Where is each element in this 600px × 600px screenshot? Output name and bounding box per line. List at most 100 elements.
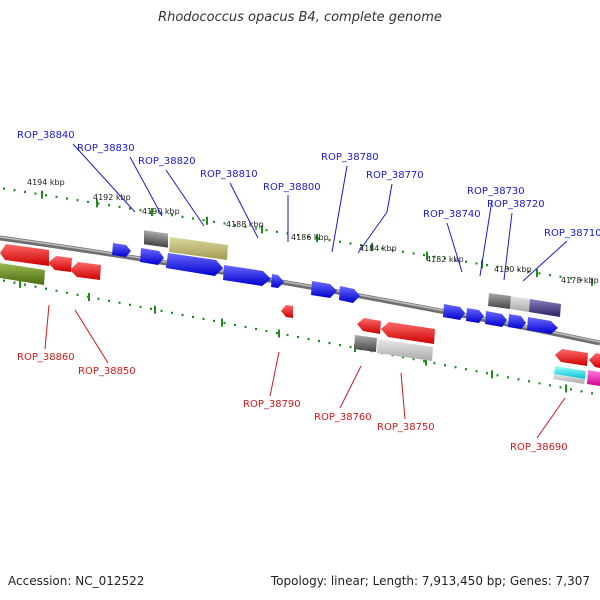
gene-arrow[interactable] (443, 304, 465, 320)
major-tick (154, 305, 156, 314)
scale-tick-label: 4192 kbp (93, 193, 131, 202)
major-tick (221, 318, 223, 327)
gene-arrow[interactable] (166, 253, 223, 276)
gene-arrow[interactable] (466, 308, 484, 323)
gene-block[interactable] (553, 374, 585, 384)
gene-arrow[interactable] (140, 248, 164, 265)
leader-line (74, 309, 109, 364)
accession-text: Accession: NC_012522 (8, 574, 145, 588)
leader-line (536, 397, 566, 439)
gene-labels: ROP_38840ROP_38830ROP_38820ROP_38810ROP_… (17, 130, 600, 453)
gene-label-reverse[interactable]: ROP_38760 (314, 412, 372, 423)
leader-line (72, 143, 136, 213)
major-tick (96, 199, 98, 208)
scale-tick-label: 4178 kbp (561, 276, 599, 285)
gene-label-reverse[interactable]: ROP_38750 (377, 422, 435, 433)
gene-label-forward[interactable]: ROP_38840 (17, 130, 75, 141)
leader-line (357, 211, 388, 254)
leader-line (331, 165, 348, 253)
leader-line (400, 372, 406, 420)
major-tick (425, 357, 427, 366)
gene-arrow[interactable] (589, 353, 600, 368)
gene-block[interactable] (510, 296, 530, 312)
scale-tick-label: 4182 kbp (426, 255, 464, 264)
leader-line (339, 365, 362, 409)
leader-line (386, 183, 393, 213)
gene-label-reverse[interactable]: ROP_38690 (510, 442, 568, 453)
leader-line (129, 156, 163, 217)
leader-line (229, 182, 259, 239)
gene-arrow[interactable] (339, 286, 360, 303)
gene-label-reverse[interactable]: ROP_38850 (78, 366, 136, 377)
gene-block[interactable] (354, 335, 377, 352)
major-tick (316, 234, 318, 243)
scale-tick-label: 4180 kbp (494, 265, 532, 274)
major-tick (565, 384, 567, 393)
leader-line (479, 199, 493, 277)
gene-block[interactable] (144, 230, 168, 248)
gene-arrow[interactable] (112, 243, 131, 257)
scale-tick-label: 4186 kbp (291, 233, 329, 242)
major-tick (426, 251, 428, 260)
reverse-genes (0, 244, 600, 386)
major-tick (491, 370, 493, 379)
gene-label-forward[interactable]: ROP_38780 (321, 152, 379, 163)
gene-block[interactable] (587, 370, 600, 386)
major-tick (536, 269, 538, 278)
gene-arrow[interactable] (223, 265, 271, 286)
gene-label-forward[interactable]: ROP_38810 (200, 169, 258, 180)
scale-tick-label: 4190 kbp (142, 207, 180, 216)
major-tick (41, 190, 43, 199)
major-tick (151, 208, 153, 217)
major-tick (591, 277, 593, 286)
forward-genes (112, 230, 561, 334)
gene-arrow[interactable] (555, 349, 588, 366)
scale-tick-label: 4194 kbp (27, 178, 65, 187)
gene-label-forward[interactable]: ROP_38710 (544, 228, 600, 239)
gene-block[interactable] (554, 366, 586, 379)
gene-arrow[interactable] (0, 244, 49, 266)
genome-summary-text: Topology: linear; Length: 7,913,450 bp; … (270, 574, 590, 588)
gene-label-forward[interactable]: ROP_38740 (423, 209, 481, 220)
forward-scale-dots (3, 187, 593, 283)
gene-label-forward[interactable]: ROP_38770 (366, 170, 424, 181)
leader-line (165, 169, 205, 227)
gene-label-reverse[interactable]: ROP_38860 (17, 352, 75, 363)
gene-arrow[interactable] (311, 281, 337, 298)
gene-block[interactable] (488, 293, 511, 309)
gene-arrow[interactable] (70, 262, 101, 280)
gene-block[interactable] (377, 339, 433, 361)
leader-line (269, 351, 280, 397)
gene-label-forward[interactable]: ROP_38720 (487, 199, 545, 210)
gene-arrow[interactable] (48, 256, 72, 272)
gene-arrow[interactable] (271, 274, 284, 288)
major-tick (371, 242, 373, 251)
gene-block[interactable] (529, 299, 561, 317)
gene-arrow[interactable] (357, 318, 381, 334)
gene-arrow[interactable] (485, 311, 507, 327)
gene-arrow[interactable] (508, 314, 526, 329)
gene-arrow[interactable] (381, 322, 435, 344)
leader-line (522, 240, 568, 282)
gene-arrow[interactable] (281, 305, 293, 318)
scale-tick-label: 4184 kbp (359, 244, 397, 253)
gene-label-forward[interactable]: ROP_38820 (138, 156, 196, 167)
gene-arrow[interactable] (527, 317, 558, 334)
major-tick (88, 293, 90, 302)
major-tick (278, 329, 280, 338)
gene-label-forward[interactable]: ROP_38830 (77, 143, 135, 154)
genome-title: Rhodococcus opacus B4, complete genome (158, 10, 442, 25)
gene-block[interactable] (169, 237, 228, 260)
major-tick (261, 225, 263, 234)
scale-tick-label: 4188 kbp (226, 220, 264, 229)
leader-line (503, 212, 513, 281)
scale-ticks: 4194 kbp 4192 kbp 4190 kbp 4188 kbp 4186 kbp… (19, 178, 599, 393)
major-tick (206, 216, 208, 225)
major-tick (19, 279, 21, 288)
gene-label-forward[interactable]: ROP_38730 (467, 186, 525, 197)
gene-label-reverse[interactable]: ROP_38790 (243, 399, 301, 410)
gene-block[interactable] (0, 263, 45, 285)
leader-line (446, 222, 463, 273)
gene-label-forward[interactable]: ROP_38800 (263, 182, 321, 193)
